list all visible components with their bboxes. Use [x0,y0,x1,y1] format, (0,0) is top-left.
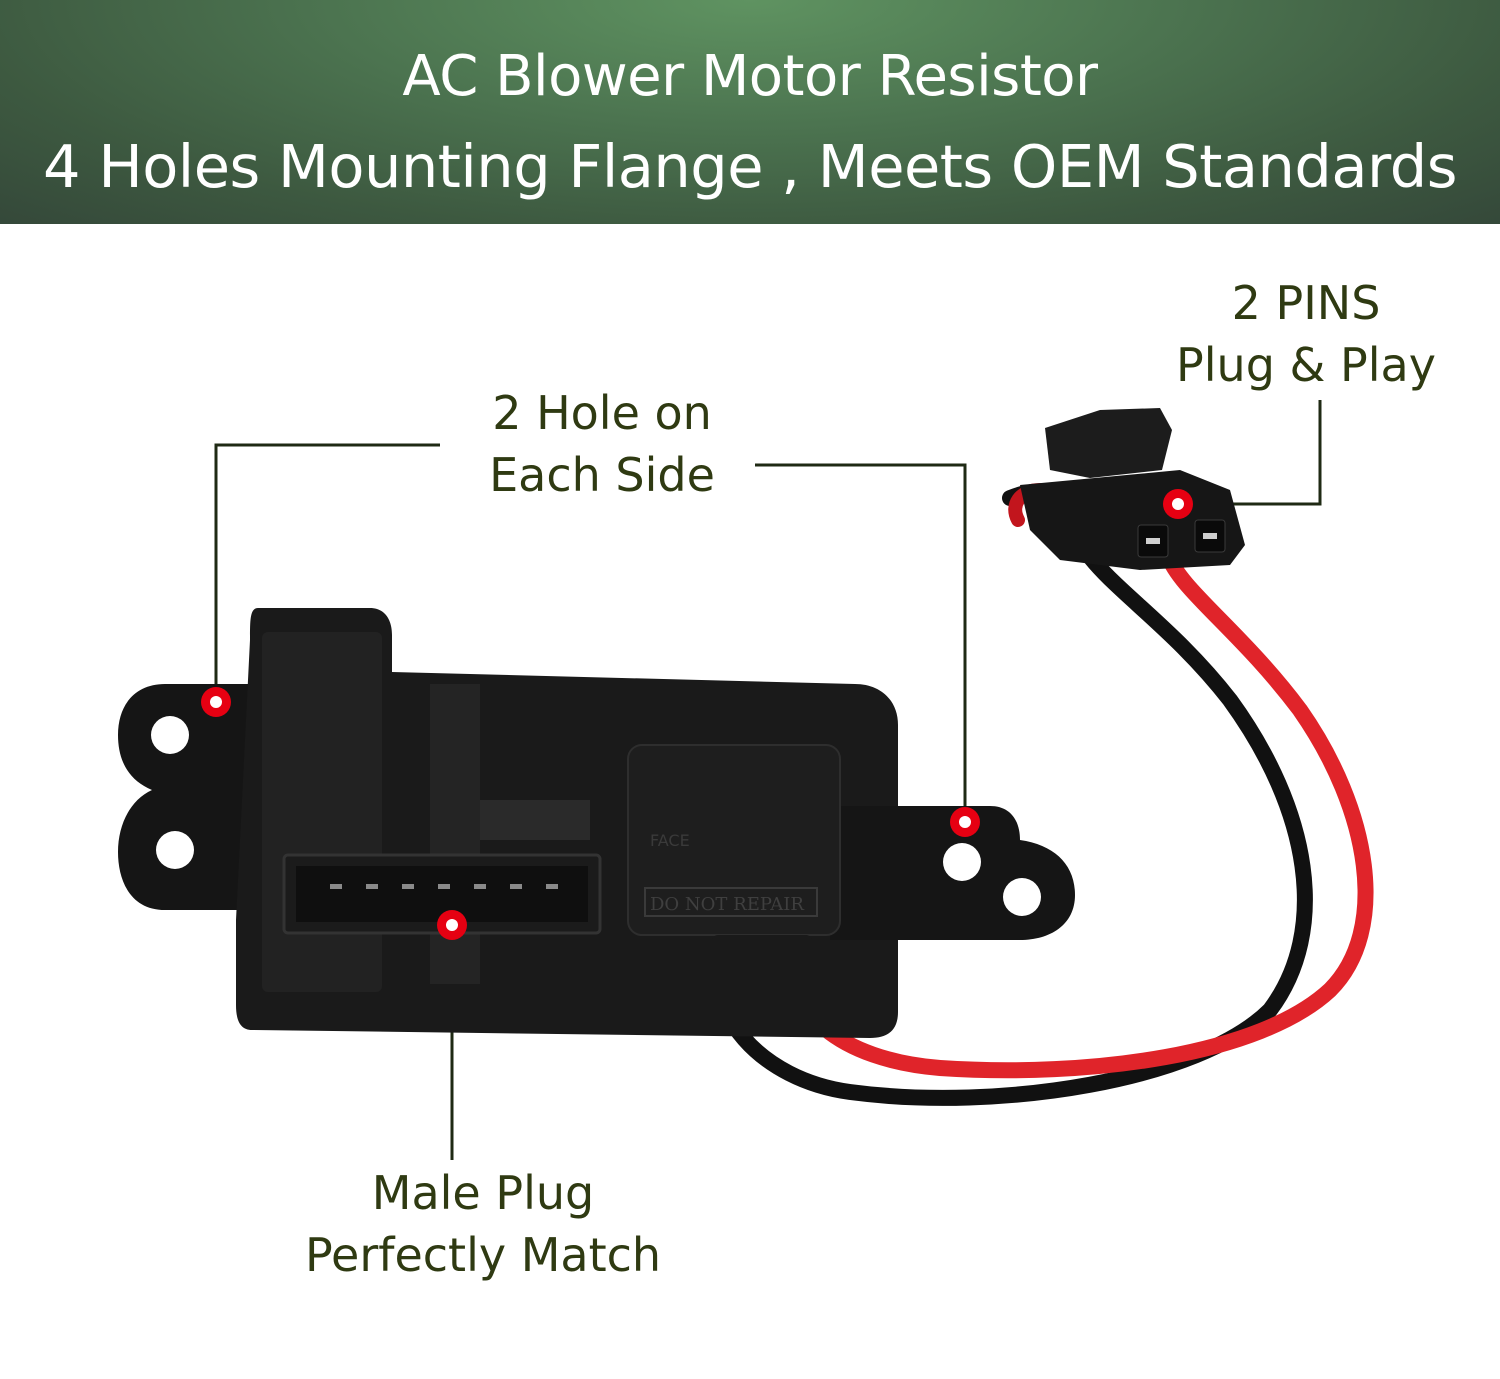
callout-pins-line1: 2 PINS [1231,276,1381,330]
banner-title: AC Blower Motor Resistor [402,44,1098,109]
connector-pin-2 [1203,533,1217,539]
warning-marking: DO NOT REPAIR [650,894,804,915]
connector-pin-1 [1146,538,1160,544]
mounting-hole-right-top [943,843,981,881]
mounting-hole-right-bottom [1003,878,1041,916]
callout-plug-line2: Perfectly Match [304,1228,662,1282]
leader-line-right-hole [755,463,967,822]
housing-rib-3 [480,800,590,840]
pin-connector [1020,408,1245,570]
leader-line-left-hole [214,443,440,702]
mounting-hole-left-bottom [156,831,194,869]
mounting-holes [151,716,1041,916]
header-banner: AC Blower Motor Resistor 4 Holes Mountin… [0,0,1500,224]
callout-plug-line1: Male Plug [371,1166,595,1220]
callout-markers [201,489,1193,940]
wire-grommet [712,935,812,960]
callout-pins: 2 PINS Plug & Play [1158,272,1454,396]
resistor-body: FACE DO NOT REPAIR [118,608,1075,1038]
face-marking: FACE [650,831,690,850]
warning-plate [644,887,818,917]
male-plug-terminals [330,884,558,889]
callout-pins-line2: Plug & Play [1176,338,1436,392]
male-plug-cavity [296,866,588,922]
mounting-hole-left-top [151,716,189,754]
red-wire [788,547,1374,1079]
banner-subtitle: 4 Holes Mounting Flange , Meets OEM Stan… [43,132,1457,201]
callout-holes-line2: Each Side [489,448,715,502]
connector-latch [1045,408,1172,478]
callout-plug: Male Plug Perfectly Match [292,1162,674,1286]
callout-holes: 2 Hole on Each Side [462,382,742,506]
callout-holes-line1: 2 Hole on [492,386,712,440]
housing-rib-1 [262,632,382,992]
